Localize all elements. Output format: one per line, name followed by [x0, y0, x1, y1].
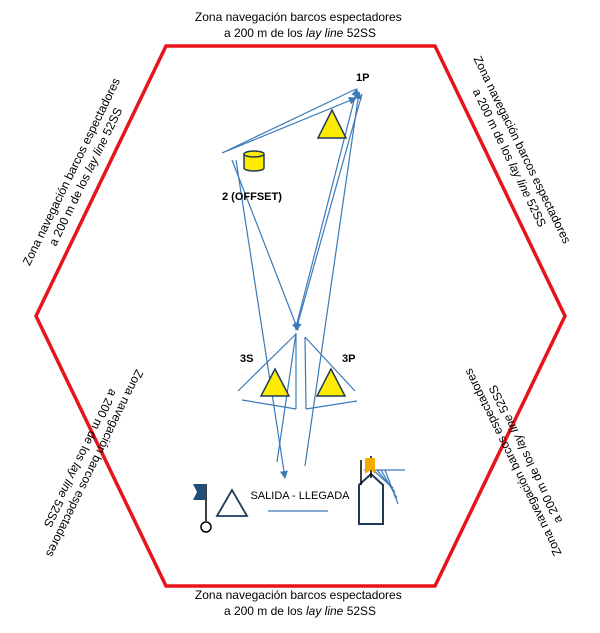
- zone-label-upper-left: Zona navegación barcos espectadores a 20…: [20, 73, 138, 275]
- zone-label-lower-right: Zona navegación barcos espectadores a 20…: [460, 357, 578, 559]
- start-line-mark-triangle-icon: [215, 488, 249, 517]
- offset-mark-cylinder-icon: [243, 150, 265, 172]
- gate-3p-triangle-icon: [315, 367, 347, 397]
- gate-3s-label: 3S: [240, 353, 253, 365]
- gate-3s-triangle-icon: [259, 367, 291, 397]
- zone-label-bottom: Zona navegación barcos espectadores a 20…: [195, 588, 405, 618]
- zone-label-lower-left: Zona navegación barcos espectadores a 20…: [28, 361, 146, 563]
- offset-mark-label: 2 (OFFSET): [222, 191, 282, 203]
- gate-3p-label: 3P: [342, 353, 355, 365]
- windward-mark-triangle-icon: [316, 108, 348, 139]
- windward-mark-label: 1P: [356, 72, 369, 84]
- course-lines: [221, 88, 405, 512]
- pin-end-flag-icon: [193, 484, 212, 533]
- zone-label-top: Zona navegación barcos espectadores a 20…: [195, 10, 405, 40]
- committee-flag-icon: [365, 458, 375, 474]
- start-finish-label: SALIDA - LLEGADA: [250, 490, 350, 502]
- zone-label-upper-right: Zona navegación barcos espectadores a 20…: [457, 54, 575, 256]
- spectator-zone-boundary: [34, 44, 567, 588]
